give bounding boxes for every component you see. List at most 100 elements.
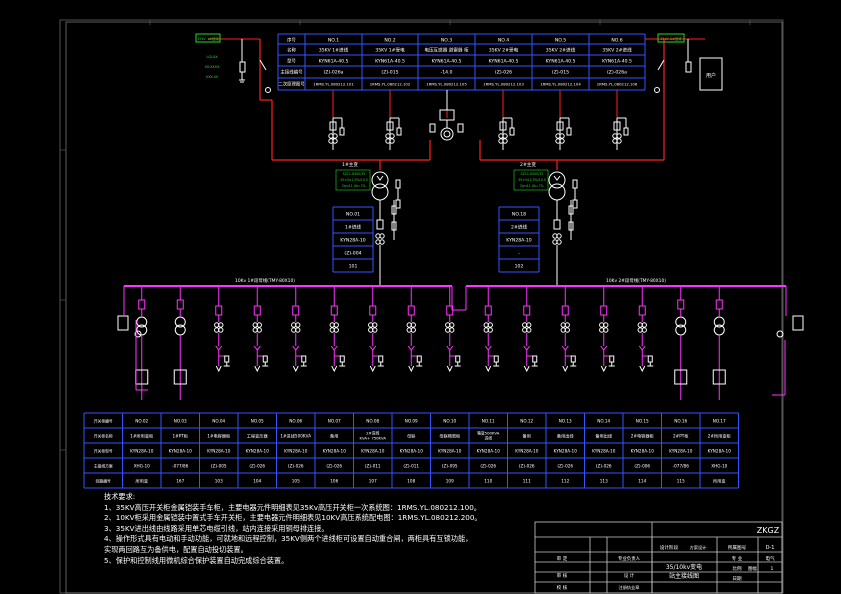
lv-cell: KYN28A-10: [169, 449, 193, 454]
hv-cell: NO.3: [441, 38, 452, 44]
lv-cell-line: KVA+ 750KVA: [359, 436, 386, 441]
ct-icon: [526, 322, 532, 328]
ct-icon: [641, 322, 647, 328]
ct-icon: [256, 327, 262, 333]
incomer-cell: -: [518, 252, 520, 257]
tb-label: 专 业: [732, 555, 743, 562]
lv-cell: KYN28A-10: [631, 449, 655, 454]
lv-cell: KYN28A-10: [130, 449, 154, 454]
transformer-spec: Dyn11 Uk=7%: [520, 184, 543, 188]
lv-cell: KYN28A-10: [361, 449, 385, 454]
lv-cell: 备用: [330, 433, 338, 440]
lv-feeders: [117, 286, 804, 400]
lv-cell: 111: [523, 479, 531, 484]
lv-cell: -077/86: [673, 464, 690, 469]
lv-cell: (Z)-006: [634, 464, 650, 469]
transformer-label: 1#主变: [342, 161, 358, 168]
tb-value: 1: [771, 566, 774, 572]
outgoing-arrow-icon: [408, 365, 415, 373]
left-feed-label: 35kV 1#进线: [197, 36, 219, 41]
hv-row-label: 序号: [287, 37, 296, 44]
lv-cell: 110: [484, 479, 492, 484]
lv-cell: 104: [253, 479, 261, 484]
device-box: [674, 369, 688, 385]
lv-cell: (Z)-026: [596, 464, 612, 469]
lv-row-label: 开关柜型号: [94, 449, 113, 454]
aux-box: [117, 315, 129, 331]
lv-cell: KYN28A-10: [708, 449, 732, 454]
lv-cell-line: 箱变500KVA: [477, 431, 500, 436]
note-line: 4、操作形式具有电动和手动功能，可就地和远程控制，35KV侧两个进线柜可设置自动…: [104, 534, 473, 544]
lv-busbars: 10Kv 1#段母线(TMY-80X10)10Kv 2#段母线(TMY-80X1…: [124, 277, 786, 287]
note-line: 2、10KV柜采用金属铠装中置式手车开关柜，主要电器元件明细表见10KV高压系统…: [104, 513, 482, 523]
lv-cell: KYN28A-10: [554, 449, 578, 454]
hv-cell: KYN61A-40.5: [602, 59, 632, 65]
breaker-symbol: [553, 219, 561, 230]
arrester-icon: [429, 123, 436, 133]
note-line: 1、35KV高压开关柜金属铠装手车柜，主要电器元件明细表见35Kv高压开关柜一次…: [104, 502, 481, 512]
outgoing-arrow-icon: [369, 365, 376, 373]
lv-cell: KYN28A-10: [515, 449, 539, 454]
lv-cell: KYN28A-10: [323, 449, 347, 454]
device-box: [712, 369, 726, 385]
arrester-icon: [457, 123, 464, 133]
delta-symbol-icon: [553, 175, 561, 181]
tb-role: 注册执业章: [619, 584, 640, 591]
hv-cell: NO.1: [328, 38, 339, 44]
node-icon: [265, 87, 271, 93]
outgoing-arrow-icon: [254, 365, 261, 373]
ct-icon: [295, 322, 301, 328]
ct-icon: [449, 322, 455, 328]
outgoing-arrow-icon: [562, 365, 569, 373]
feed-tag: [195, 33, 221, 43]
hv-cell: NO.2: [384, 38, 395, 44]
hv-cell: 35KV 1#受电: [375, 47, 405, 54]
incomer-tables: NO.011#进线KYN28A-10(Z)-004101NO.182#进线KYN…: [332, 200, 574, 286]
hv-cell: 电压互感器 避雷器 柜: [424, 47, 469, 54]
hv-row-label: 主接线编号: [281, 69, 304, 76]
lv-cell-line: 2#进线: [366, 431, 379, 436]
incomer-cell: KYN28A-10: [340, 238, 366, 244]
lv-row-label: 主接线方案: [94, 464, 113, 469]
lv-cell: 106: [330, 479, 338, 484]
lv-cell: KYN28A-10: [438, 449, 462, 454]
lv-cell: KYN28A-10: [284, 449, 308, 454]
ct-icon: [564, 322, 570, 328]
hv-cell: (Z)-026: [495, 70, 512, 76]
ct-icon: [526, 327, 532, 333]
ct-icon: [559, 133, 565, 139]
lv-cell: 2#PT柜: [673, 433, 688, 440]
lv-cell: NO.12: [520, 419, 533, 424]
lv-cell: NO.11: [482, 419, 495, 424]
lv-cell: NO.02: [135, 419, 148, 424]
hv-cell: KYN61A-40.5: [319, 59, 349, 65]
company-logo: ZKGZ: [757, 526, 780, 535]
bus-1-label: 10Kv 1#段母线(TMY-80X10): [235, 277, 295, 284]
ct-icon: [559, 138, 565, 144]
tb-role: 审 核: [557, 572, 568, 579]
lv-cell: NO.16: [674, 419, 687, 424]
lv-cell: (Z)-005: [211, 464, 227, 469]
hv-symbols: [328, 90, 629, 150]
hv-cell: NO.6: [611, 38, 622, 44]
lv-cell: KYN28A-10: [246, 449, 270, 454]
ct-icon: [487, 327, 493, 333]
ct-icon: [564, 327, 570, 333]
outgoing-arrow-icon: [639, 365, 646, 373]
ct-icon: [332, 138, 338, 144]
lv-cell: 113: [600, 479, 608, 484]
note-line: 实现两回路互为备供电，配置自动投切装置。: [104, 544, 248, 554]
hv-cell: NO.5: [555, 38, 566, 44]
hv-cell: KYN61A-40.5: [375, 59, 405, 65]
spec-box: [513, 169, 549, 191]
lv-cell: 所用变: [713, 478, 726, 485]
lv-cell: 115: [677, 479, 685, 484]
node-icon: [776, 330, 784, 338]
hv-cell: (Z)-015: [381, 70, 398, 76]
spec-box: [335, 169, 371, 191]
lv-cell: KYN28A-10: [477, 449, 501, 454]
ct-icon: [487, 322, 493, 328]
